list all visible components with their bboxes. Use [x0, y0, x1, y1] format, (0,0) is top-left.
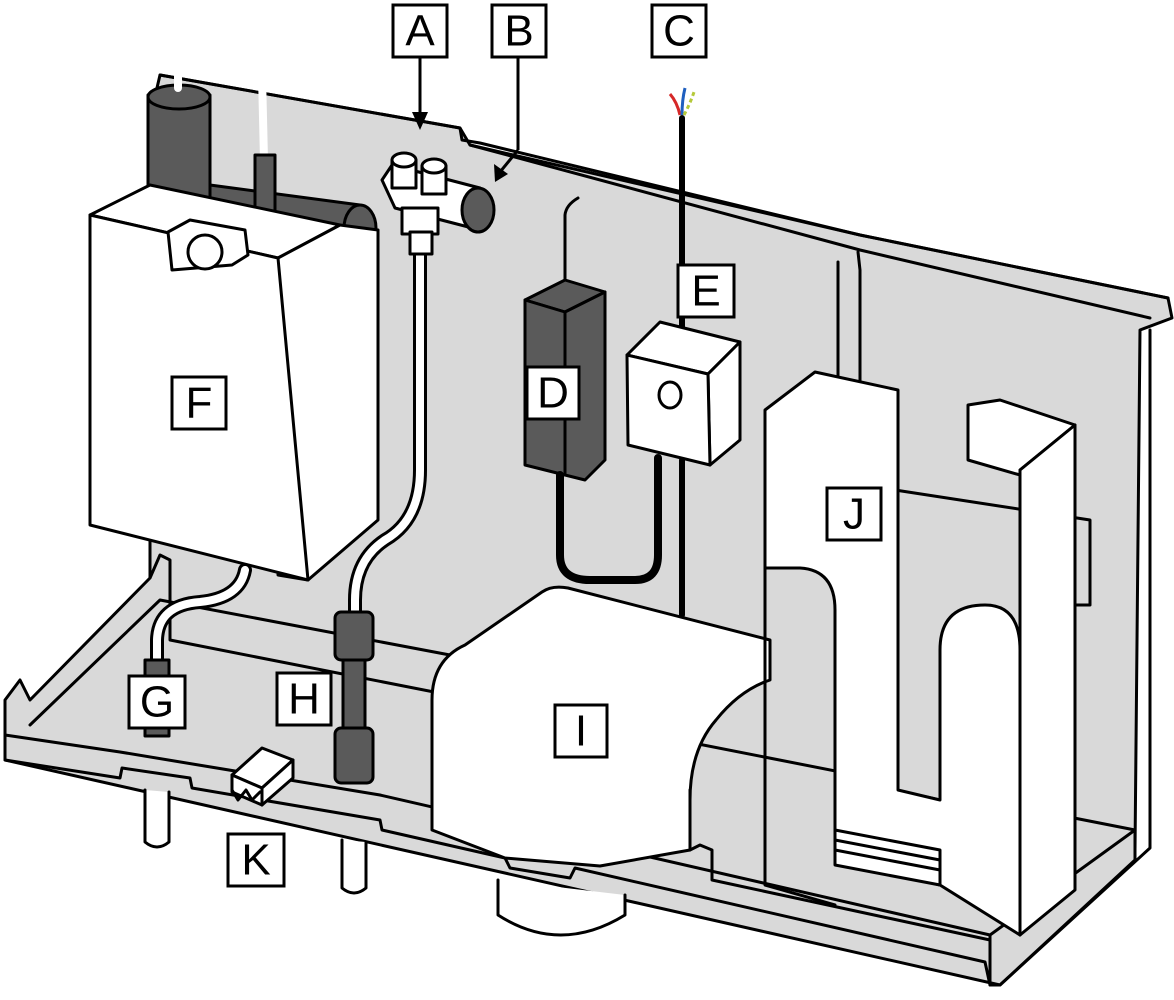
label-c: C — [650, 3, 708, 59]
component-f-tank — [88, 48, 380, 582]
label-g: G — [127, 674, 187, 730]
svg-text:K: K — [241, 836, 270, 885]
component-h-filter — [333, 243, 427, 785]
component-k-connector — [230, 746, 295, 807]
label-j: J — [825, 486, 883, 542]
wire-red — [668, 93, 682, 116]
component-valve-manifold — [380, 151, 496, 256]
leader-arrow-a — [412, 58, 428, 130]
label-a: A — [391, 3, 449, 59]
svg-text:B: B — [504, 7, 533, 56]
label-f: F — [170, 375, 228, 431]
label-b: B — [490, 3, 548, 59]
svg-text:D: D — [537, 369, 569, 418]
component-e-switch-box — [625, 320, 742, 467]
label-k: K — [226, 832, 286, 888]
leader-arrow-b — [494, 58, 520, 182]
housing-legs — [143, 788, 627, 937]
wire-green-yellow — [682, 91, 696, 116]
svg-text:F: F — [186, 379, 213, 428]
svg-text:H: H — [288, 675, 320, 724]
svg-text:J: J — [843, 490, 865, 539]
svg-text:C: C — [663, 7, 695, 56]
label-i: I — [553, 703, 609, 759]
svg-text:I: I — [575, 707, 587, 756]
label-d: D — [525, 365, 581, 421]
svg-text:A: A — [405, 7, 435, 56]
component-d-module — [523, 196, 662, 584]
svg-text:E: E — [691, 267, 720, 316]
label-h: H — [275, 671, 333, 727]
svg-text:G: G — [140, 678, 174, 727]
label-e: E — [676, 263, 736, 319]
wire-blue — [680, 87, 687, 116]
